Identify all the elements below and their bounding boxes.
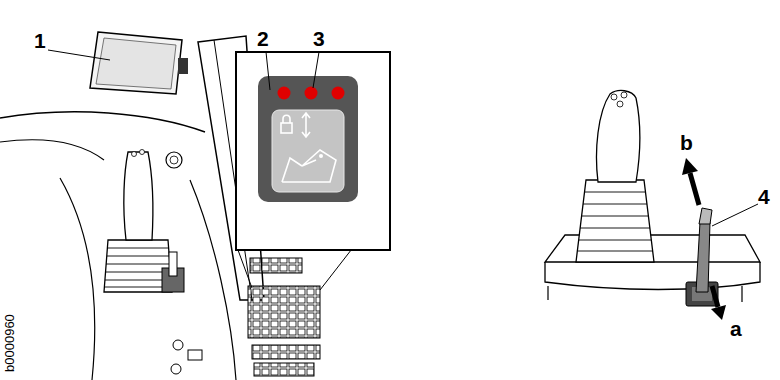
switch — [171, 364, 181, 374]
display-housing — [90, 32, 182, 94]
socket — [188, 350, 202, 360]
leader-line — [313, 52, 319, 88]
callout-number: 2 — [257, 28, 269, 49]
bucket-symbol — [282, 150, 336, 182]
keypad — [254, 363, 314, 376]
indicator-lamp — [332, 87, 345, 100]
keypad — [248, 286, 320, 338]
callout-number: 1 — [34, 30, 46, 51]
detail-inset — [236, 52, 390, 250]
direction-arrow — [690, 173, 699, 205]
switch-face — [272, 110, 344, 192]
joystick-button — [617, 101, 623, 107]
figure-code: b0000960 — [3, 314, 16, 372]
lock-symbol — [283, 115, 290, 123]
boot-folds — [104, 248, 171, 287]
direction-letter: a — [730, 318, 742, 339]
switch — [173, 340, 183, 350]
inset-leader — [238, 250, 252, 288]
joystick-button — [611, 94, 617, 100]
display-screen — [96, 38, 176, 89]
keypad — [252, 345, 320, 359]
boot-folds — [578, 192, 653, 251]
lock-symbol — [281, 123, 292, 133]
joystick-handle — [124, 152, 153, 240]
direction-arrow — [712, 286, 718, 307]
callout-number: 3 — [313, 28, 325, 49]
keypad — [250, 258, 302, 273]
console-front — [545, 262, 760, 290]
direction-arrow — [711, 305, 726, 320]
direction-letter: b — [680, 132, 693, 153]
direction-arrow — [682, 158, 698, 175]
callout-number: 4 — [758, 186, 770, 207]
console-edge — [60, 178, 95, 380]
joystick-button — [132, 152, 137, 157]
lever-knob — [699, 208, 712, 224]
leader-line — [48, 50, 110, 60]
display-mount — [178, 58, 188, 74]
control-lever — [696, 222, 710, 292]
rotary-knob — [170, 156, 178, 164]
leader-line — [266, 52, 270, 90]
joystick-button — [621, 92, 627, 98]
indicator-panel — [258, 76, 358, 202]
bucket-symbol — [319, 154, 323, 158]
leader-line — [712, 204, 758, 226]
indicator-lamp — [305, 87, 318, 100]
joystick-boot — [576, 180, 654, 262]
console-edge — [0, 112, 205, 132]
console-edge — [0, 140, 104, 160]
rotary-knob — [166, 152, 182, 168]
joystick-button — [140, 150, 145, 155]
up-down-symbol — [302, 113, 310, 137]
indicator-lamp — [278, 87, 291, 100]
joystick-handle — [597, 91, 640, 182]
small-lever — [169, 252, 177, 276]
